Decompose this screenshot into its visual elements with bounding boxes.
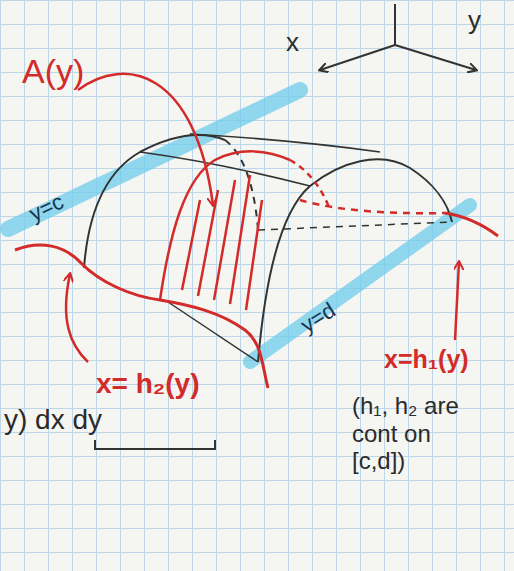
boundary-curve [445,213,498,236]
integral-text: y) dx dy [4,404,102,436]
bracket [95,440,215,449]
section-label: A(y) [22,52,84,91]
leader-arrow [78,74,213,205]
boundary-curve [15,245,268,388]
highlight-band [8,90,300,229]
curve-label: x= h₂(y) [96,368,199,400]
cross-section [160,151,330,310]
axes [320,4,476,70]
axis-label: y [468,6,481,36]
note-text: (h₁, h₂ are cont on [c,d]) [352,392,474,475]
curve-label: x=h₁(y) [384,345,469,374]
axis-label: x [286,28,299,58]
solid-outline [84,134,452,362]
boundary-curve [300,200,445,213]
leader-arrow [66,274,88,362]
leader-arrow [455,262,459,340]
